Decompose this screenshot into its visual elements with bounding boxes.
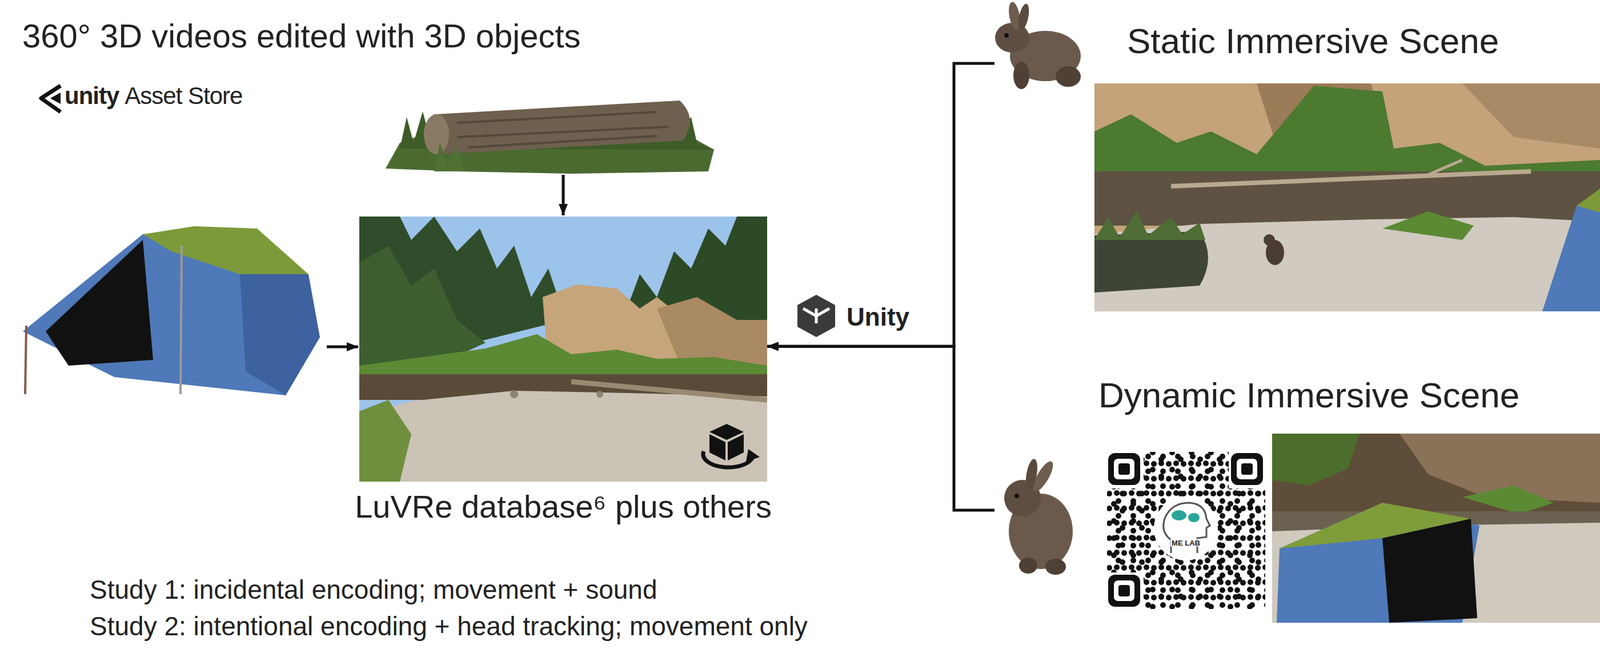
3d-object-icon <box>703 423 760 468</box>
rabbit-object-part <box>1019 557 1038 574</box>
dynamic-scene-image-part <box>1382 518 1478 623</box>
connector <box>767 63 995 347</box>
qr-code-part <box>1118 463 1130 475</box>
qr-code-part <box>1171 510 1187 521</box>
arrow <box>562 174 565 216</box>
log-object-part <box>456 111 669 148</box>
qr-code-part <box>1105 572 1144 611</box>
static-scene-image-part <box>1094 171 1600 226</box>
study-note: Study 1: incidental encoding; movement +… <box>89 574 657 605</box>
tent-object-part <box>25 325 27 395</box>
dynamic-scene-image-part <box>1272 433 1600 623</box>
edge-label: Unity <box>846 302 910 332</box>
3d-object-icon-part <box>746 448 760 462</box>
unity-logo-part <box>797 294 836 338</box>
qr-code <box>1105 450 1267 611</box>
river-scene-part <box>359 399 412 482</box>
rabbit-object-part <box>1023 458 1040 491</box>
rabbit-object-part <box>1055 66 1081 87</box>
static-scene-image-part <box>1094 83 1600 312</box>
3d-object-icon-part <box>709 434 726 461</box>
logo-text: ME LAB <box>1170 539 1202 547</box>
node-heading: Dynamic Immersive Scene <box>1098 374 1520 416</box>
tent-object-part <box>45 239 154 366</box>
logo-text: unity <box>64 82 119 110</box>
qr-code-part <box>1230 452 1263 485</box>
asset-store-icon-part <box>50 92 61 104</box>
tent-object-part <box>239 274 320 396</box>
log-object-part <box>434 142 464 172</box>
diagram-title: 360° 3D videos edited with 3D objects <box>22 17 581 56</box>
tent-object <box>22 226 320 396</box>
static-scene-image-part <box>1382 211 1474 240</box>
rabbit-object <box>1004 458 1073 575</box>
connector <box>767 346 995 511</box>
qr-code-part <box>1163 502 1210 553</box>
qr-code-part <box>1108 452 1141 485</box>
asset-store-icon <box>41 85 61 112</box>
river-scene-part <box>359 390 768 482</box>
river-scene <box>359 216 768 482</box>
log-object <box>385 100 715 174</box>
study-note: Study 2: intentional encoding + head tra… <box>89 611 808 642</box>
river-scene-part <box>571 381 768 400</box>
static-scene-image-part <box>1094 85 1600 183</box>
logo-text: Asset Store <box>124 82 243 110</box>
rabbit-object-part <box>1016 2 1032 32</box>
qr-code-part <box>1188 512 1200 523</box>
qr-code-part <box>1241 463 1253 475</box>
qr-code-part <box>1236 458 1258 480</box>
qr-code-part <box>1105 450 1144 489</box>
static-scene-image-part <box>1094 211 1206 240</box>
scene-node: Static Immersive Scene <box>994 0 1600 312</box>
tent-object-part <box>142 226 309 275</box>
static-scene-image-part <box>1263 234 1275 246</box>
dynamic-scene-image-part <box>1462 485 1554 515</box>
arrow <box>326 345 359 349</box>
river-scene-part <box>596 390 604 398</box>
rabbit-object-part <box>1014 493 1020 499</box>
3d-object-icon-part <box>703 451 753 468</box>
log-object-part <box>429 100 691 155</box>
tent-object-part <box>180 245 182 395</box>
qr-code-part <box>1107 451 1266 609</box>
unity-logo-part <box>803 308 830 324</box>
rabbit-object-part <box>1045 558 1066 575</box>
qr-code-part <box>1228 450 1267 489</box>
static-scene-image <box>1094 83 1600 312</box>
qr-code-part <box>1107 451 1266 609</box>
node-heading: Static Immersive Scene <box>1127 20 1499 62</box>
dynamic-scene-image-part <box>1276 502 1480 623</box>
river-scene-part <box>359 216 768 482</box>
dynamic-scene-image <box>1272 433 1600 623</box>
rabbit-object-part <box>1004 33 1009 38</box>
qr-code-part <box>1113 458 1135 480</box>
qr-code-part <box>1118 584 1130 597</box>
static-scene-image-part <box>1094 231 1209 293</box>
unity-logo <box>797 294 836 338</box>
rabbit-object-part <box>1013 61 1030 90</box>
node-heading: LuVRe database⁶ plus others <box>354 488 772 525</box>
qr-code-part <box>1107 451 1266 609</box>
river-scene-part <box>359 334 768 378</box>
static-scene-image-part <box>1542 194 1600 312</box>
qr-code-part <box>1153 496 1218 561</box>
rabbit-object <box>995 1 1081 90</box>
media-node: LuVRe database⁶ plus others <box>359 216 768 482</box>
qr-code-part <box>1113 580 1135 601</box>
static-scene-image-part <box>1462 83 1600 149</box>
scene-node: Dynamic Immersive Scene <box>994 365 1600 629</box>
asset-store-icon-part <box>41 85 61 112</box>
river-scene-part <box>510 390 519 399</box>
qr-code-part <box>1108 574 1141 607</box>
static-scene-image-part <box>1576 188 1600 213</box>
3d-object-icon-part <box>727 434 744 461</box>
dynamic-scene-image-part <box>1272 433 1360 486</box>
static-scene-image-part <box>1428 159 1463 175</box>
log-object-part <box>423 114 449 155</box>
static-scene-image-part <box>1171 171 1531 187</box>
